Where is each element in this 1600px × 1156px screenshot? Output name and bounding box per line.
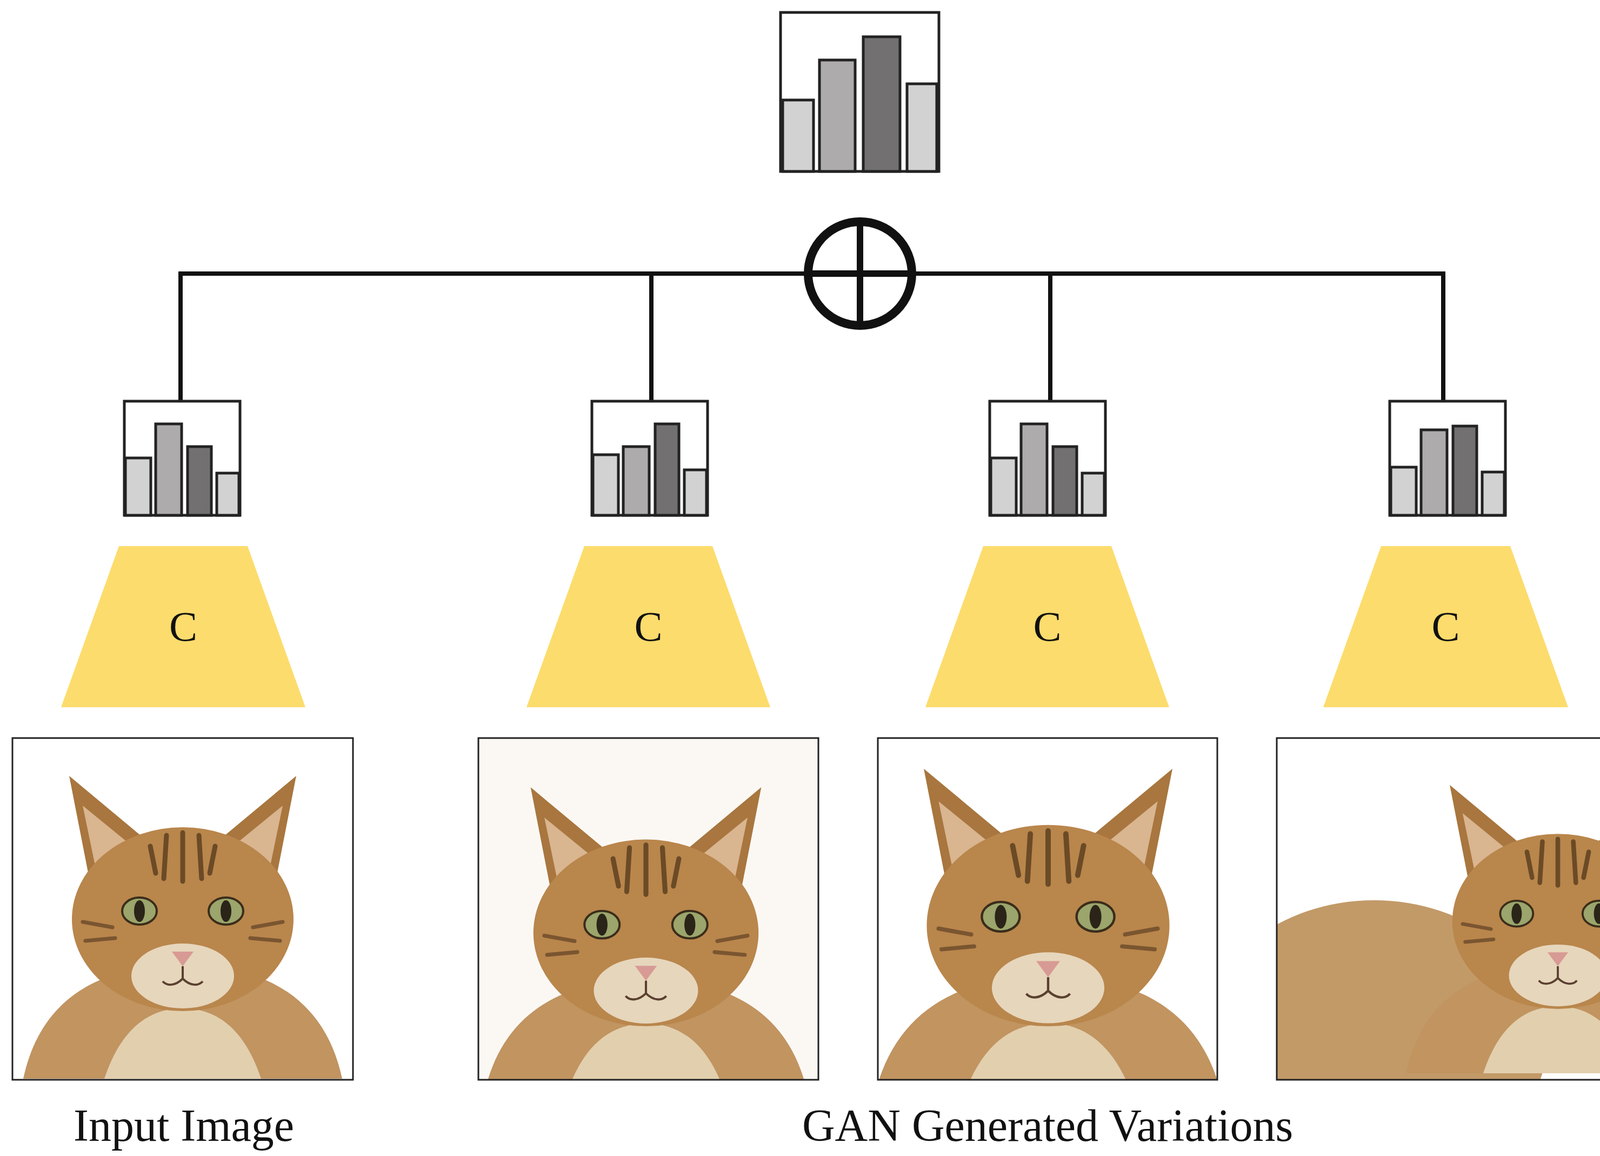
- art-rect: [684, 469, 707, 516]
- classifier-label: C: [1032, 605, 1062, 648]
- art-use: [23, 775, 343, 1079]
- art-rect: [1390, 467, 1417, 516]
- art-rect: [12, 737, 353, 1080]
- art-rect: [187, 446, 212, 516]
- art-rect: [989, 401, 1106, 516]
- art-rect: [124, 401, 240, 516]
- art-rect: [623, 446, 650, 516]
- histogram: [591, 401, 708, 516]
- caption-label: Input Image: [73, 1100, 295, 1151]
- art-rect: [655, 423, 679, 516]
- art-rect: [591, 401, 708, 516]
- trapezoid-fill: [1323, 545, 1569, 708]
- classifier-trapezoid: C: [1323, 545, 1569, 708]
- art-rect: [478, 737, 819, 1080]
- top-histogram: [780, 12, 939, 172]
- histogram: [989, 401, 1106, 516]
- cat-photo: [12, 737, 353, 1080]
- sum-symbol: [808, 221, 912, 326]
- art-rect: [1082, 472, 1105, 516]
- trapezoid-fill: [526, 545, 771, 708]
- photo-frames: [12, 737, 1600, 1080]
- art-rect: [907, 83, 937, 172]
- classifier-label: C: [1431, 605, 1460, 648]
- art-path: [1048, 273, 1053, 402]
- cat-photo: [1201, 737, 1600, 1156]
- art-rect: [1482, 471, 1505, 516]
- art-rect: [12, 737, 353, 1080]
- art-rect: [216, 472, 239, 516]
- art-rect: [877, 737, 1218, 1080]
- classifier-trapezoid: C: [925, 545, 1170, 708]
- art-rect: [1389, 401, 1506, 516]
- art-rect: [863, 36, 900, 172]
- art-rect: [1421, 429, 1448, 516]
- cat-photo: [478, 737, 819, 1095]
- art-rect: [819, 60, 856, 172]
- art-rect: [592, 454, 619, 516]
- classifier-trapezoid: C: [526, 545, 771, 708]
- art-path: [808, 221, 912, 326]
- histogram: [124, 401, 240, 516]
- art-rect: [1452, 425, 1477, 516]
- trapezoid-fill: [925, 545, 1170, 708]
- art-circle: [808, 221, 912, 326]
- cat-photo: [873, 737, 1223, 1100]
- art-use: [873, 768, 1223, 1100]
- art-rect: [125, 457, 151, 516]
- classifier-trapezoid: C: [61, 545, 306, 708]
- art-path: [1276, 737, 1600, 1080]
- histogram: [1389, 401, 1506, 516]
- art-rect: [990, 457, 1017, 516]
- caption-label: GAN Generated Variations: [802, 1100, 1293, 1151]
- art-rect: [780, 12, 939, 172]
- art-use: [483, 787, 808, 1095]
- art-use: [1405, 784, 1600, 1073]
- art-rect: [155, 423, 182, 516]
- art-path: [649, 273, 654, 402]
- classifier-label: C: [169, 605, 198, 648]
- art-rect: [1052, 446, 1077, 516]
- classifier-label: C: [634, 605, 663, 648]
- trapezoid-fill: [61, 545, 306, 708]
- art-rect: [1021, 423, 1048, 516]
- art-rect: [782, 100, 814, 172]
